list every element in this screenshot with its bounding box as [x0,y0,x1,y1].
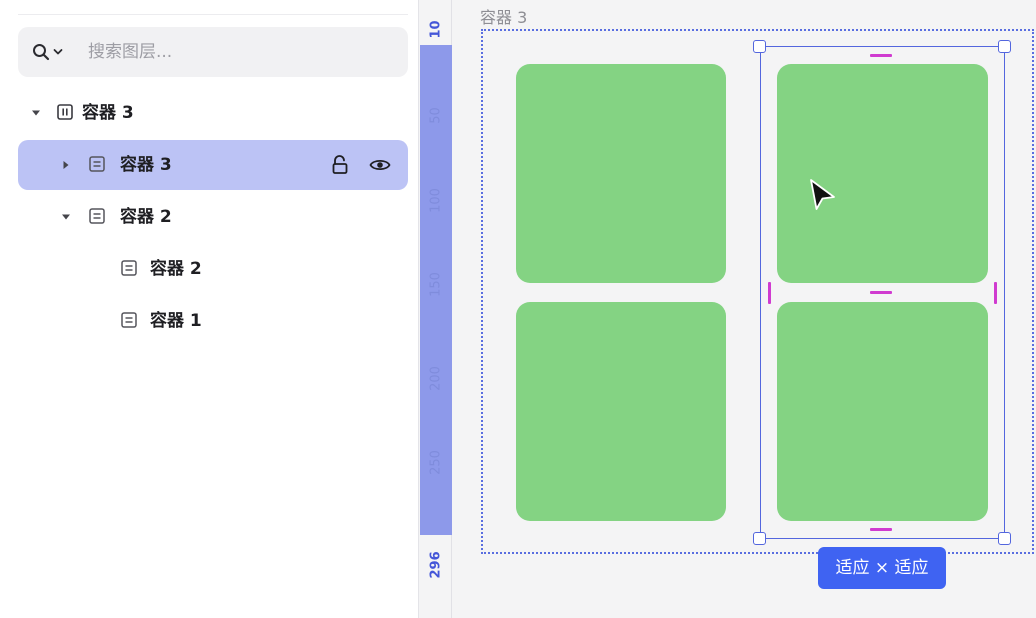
vertical-ruler[interactable]: 10 50 100 150 200 250 296 [420,0,452,618]
lock-icon[interactable] [328,153,352,177]
layer-label: 容器 3 [120,155,172,175]
caret-down-icon[interactable] [60,211,72,223]
chevron-down-icon[interactable] [53,48,63,56]
layer-label: 容器 2 [120,207,172,227]
layers-panel: 容器 3 容器 3 容器 2 [0,0,418,618]
container-outline[interactable] [481,29,1034,554]
card-bottom-left[interactable] [516,302,726,521]
resize-handle-top-right[interactable] [998,40,1011,53]
padding-guide-top [870,54,892,57]
gap-guide-middle [870,291,892,294]
ruler-tick-label: 50 [428,107,444,124]
frame-icon [121,260,137,276]
ruler-label-top: 10 [428,20,444,39]
resize-handle-top-left[interactable] [753,40,766,53]
frame-icon [121,312,137,328]
resize-handle-bottom-left[interactable] [753,532,766,545]
search-icon[interactable] [32,43,50,61]
layer-row-container-1[interactable]: 容器 1 [18,296,408,346]
container-frame-label: 容器 3 [480,8,528,27]
size-mode-badge[interactable]: 适应 × 适应 [818,547,946,589]
card-bottom-right[interactable] [777,302,988,521]
card-top-left[interactable] [516,64,726,283]
layer-row-container-2-leaf[interactable]: 容器 2 [18,244,408,294]
selection-box[interactable] [760,46,1005,539]
layer-row-container-2[interactable]: 容器 2 [18,192,408,242]
frame-icon [89,208,105,224]
card-top-right[interactable] [777,64,988,283]
panel-divider [18,14,408,15]
design-canvas[interactable]: 10 50 100 150 200 250 296 容器 3 适应 × 适应 [418,0,1036,618]
frame-icon [89,156,105,172]
caret-right-icon[interactable] [60,159,72,171]
padding-guide-left [768,282,771,304]
cursor-arrow-icon [810,179,835,210]
layer-row-container-3-child[interactable]: 容器 3 [18,140,408,190]
layer-search-box[interactable] [18,27,408,77]
layer-search-input[interactable] [88,40,388,64]
container-icon [57,104,73,120]
layer-row-container-3[interactable]: 容器 3 [18,88,408,138]
ruler-label-bottom: 296 [428,551,444,579]
layer-label: 容器 2 [150,259,202,279]
resize-handle-bottom-right[interactable] [998,532,1011,545]
padding-guide-bottom [870,528,892,531]
ruler-selection-range [420,45,452,535]
layer-label: 容器 3 [82,103,134,123]
ruler-tick-label: 200 [428,366,444,391]
canvas-divider [418,0,419,618]
ruler-tick-label: 250 [428,450,444,475]
ruler-tick-label: 100 [428,188,444,213]
caret-down-icon[interactable] [30,107,42,119]
padding-guide-right [994,282,997,304]
eye-icon[interactable] [368,153,392,177]
ruler-tick-label: 150 [428,272,444,297]
layer-label: 容器 1 [150,311,202,331]
